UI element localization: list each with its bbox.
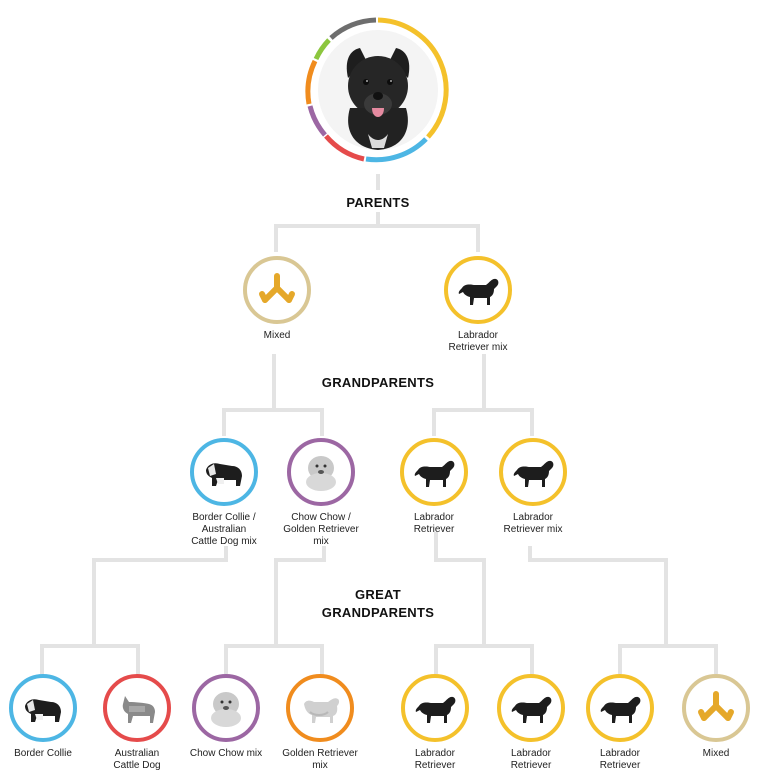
border-collie-icon-ring [9, 674, 77, 742]
labrador-icon [414, 460, 455, 487]
grandparent-node-2[interactable]: Chow Chow / Golden Retriever mix [261, 438, 381, 548]
labrador-icon-ring [401, 674, 469, 742]
great-grandparent-node-3[interactable]: Chow Chow mix [166, 674, 286, 760]
great-grandparent-label-6: Labrador Retriever [510, 748, 552, 771]
great-grandparents-heading-line2: GRANDPARENTS [321, 605, 435, 620]
border-collie-icon [206, 463, 242, 486]
dog-profile-avatar [304, 16, 452, 164]
labrador-icon [513, 460, 554, 487]
labrador-icon [415, 696, 456, 723]
labrador-icon [511, 696, 552, 723]
labrador-icon [458, 278, 499, 305]
great-grandparent-label-4: Golden Retriever mix [282, 748, 358, 771]
great-grandparent-label-7: Labrador Retriever [599, 748, 641, 771]
great-grandparent-node-1[interactable]: Border Collie [0, 674, 103, 760]
great-grandparent-label-5: Labrador Retriever [414, 748, 456, 771]
chow-chow-icon-ring [192, 674, 260, 742]
great-grandparents-heading-line1: GREAT [354, 587, 402, 602]
parent-label-1: Mixed [263, 330, 291, 341]
great-grandparent-node-7[interactable]: Labrador Retriever [560, 674, 680, 772]
labrador-icon-ring [586, 674, 654, 742]
border-collie-icon-ring [190, 438, 258, 506]
golden-retriever-icon [304, 698, 340, 723]
labrador-icon-ring [499, 438, 567, 506]
grandparent-label-1: Border Collie / Australian Cattle Dog mi… [191, 512, 257, 547]
parent-node-1[interactable]: Mixed [217, 256, 337, 342]
great-grandparent-node-6[interactable]: Labrador Retriever [471, 674, 591, 772]
parents-heading: PARENTS [346, 195, 410, 210]
grandparent-node-1[interactable]: Border Collie / Australian Cattle Dog mi… [164, 438, 284, 548]
labrador-icon [600, 696, 641, 723]
labrador-icon-ring [444, 256, 512, 324]
mixed-icon-ring [682, 674, 750, 742]
cattle-dog-icon [122, 696, 155, 723]
chow-chow-icon [211, 692, 241, 727]
grandparent-node-4[interactable]: Labrador Retriever mix [473, 438, 593, 536]
labrador-icon-ring [400, 438, 468, 506]
grandparents-heading: GRANDPARENTS [321, 375, 435, 390]
golden-retriever-icon-ring [286, 674, 354, 742]
mixed-icon-ring [243, 256, 311, 324]
great-grandparent-label-8: Mixed [702, 748, 730, 759]
great-grandparent-label-1: Border Collie [14, 748, 72, 759]
mixed-icon [698, 691, 734, 721]
chow-chow-icon [306, 456, 336, 491]
chow-chow-icon-ring [287, 438, 355, 506]
great-grandparents-heading: GREAT GRANDPARENTS [298, 586, 458, 622]
cattle-dog-icon-ring [103, 674, 171, 742]
great-grandparent-node-4[interactable]: Golden Retriever mix [260, 674, 380, 772]
grandparent-label-3: Labrador Retriever [413, 512, 455, 535]
great-grandparent-node-2[interactable]: Australian Cattle Dog [77, 674, 197, 772]
great-grandparent-node-5[interactable]: Labrador Retriever [375, 674, 495, 772]
grandparent-label-2: Chow Chow / Golden Retriever mix [283, 512, 359, 547]
parent-label-2: Labrador Retriever mix [448, 330, 508, 353]
labrador-icon-ring [497, 674, 565, 742]
parent-node-2[interactable]: Labrador Retriever mix [418, 256, 538, 354]
grandparent-node-3[interactable]: Labrador Retriever [374, 438, 494, 536]
grandparent-label-4: Labrador Retriever mix [503, 512, 563, 535]
great-grandparent-label-2: Australian Cattle Dog [113, 748, 161, 771]
mixed-icon [259, 273, 295, 303]
border-collie-icon [25, 699, 61, 722]
great-grandparent-node-8[interactable]: Mixed [656, 674, 758, 760]
great-grandparent-label-3: Chow Chow mix [189, 748, 263, 759]
